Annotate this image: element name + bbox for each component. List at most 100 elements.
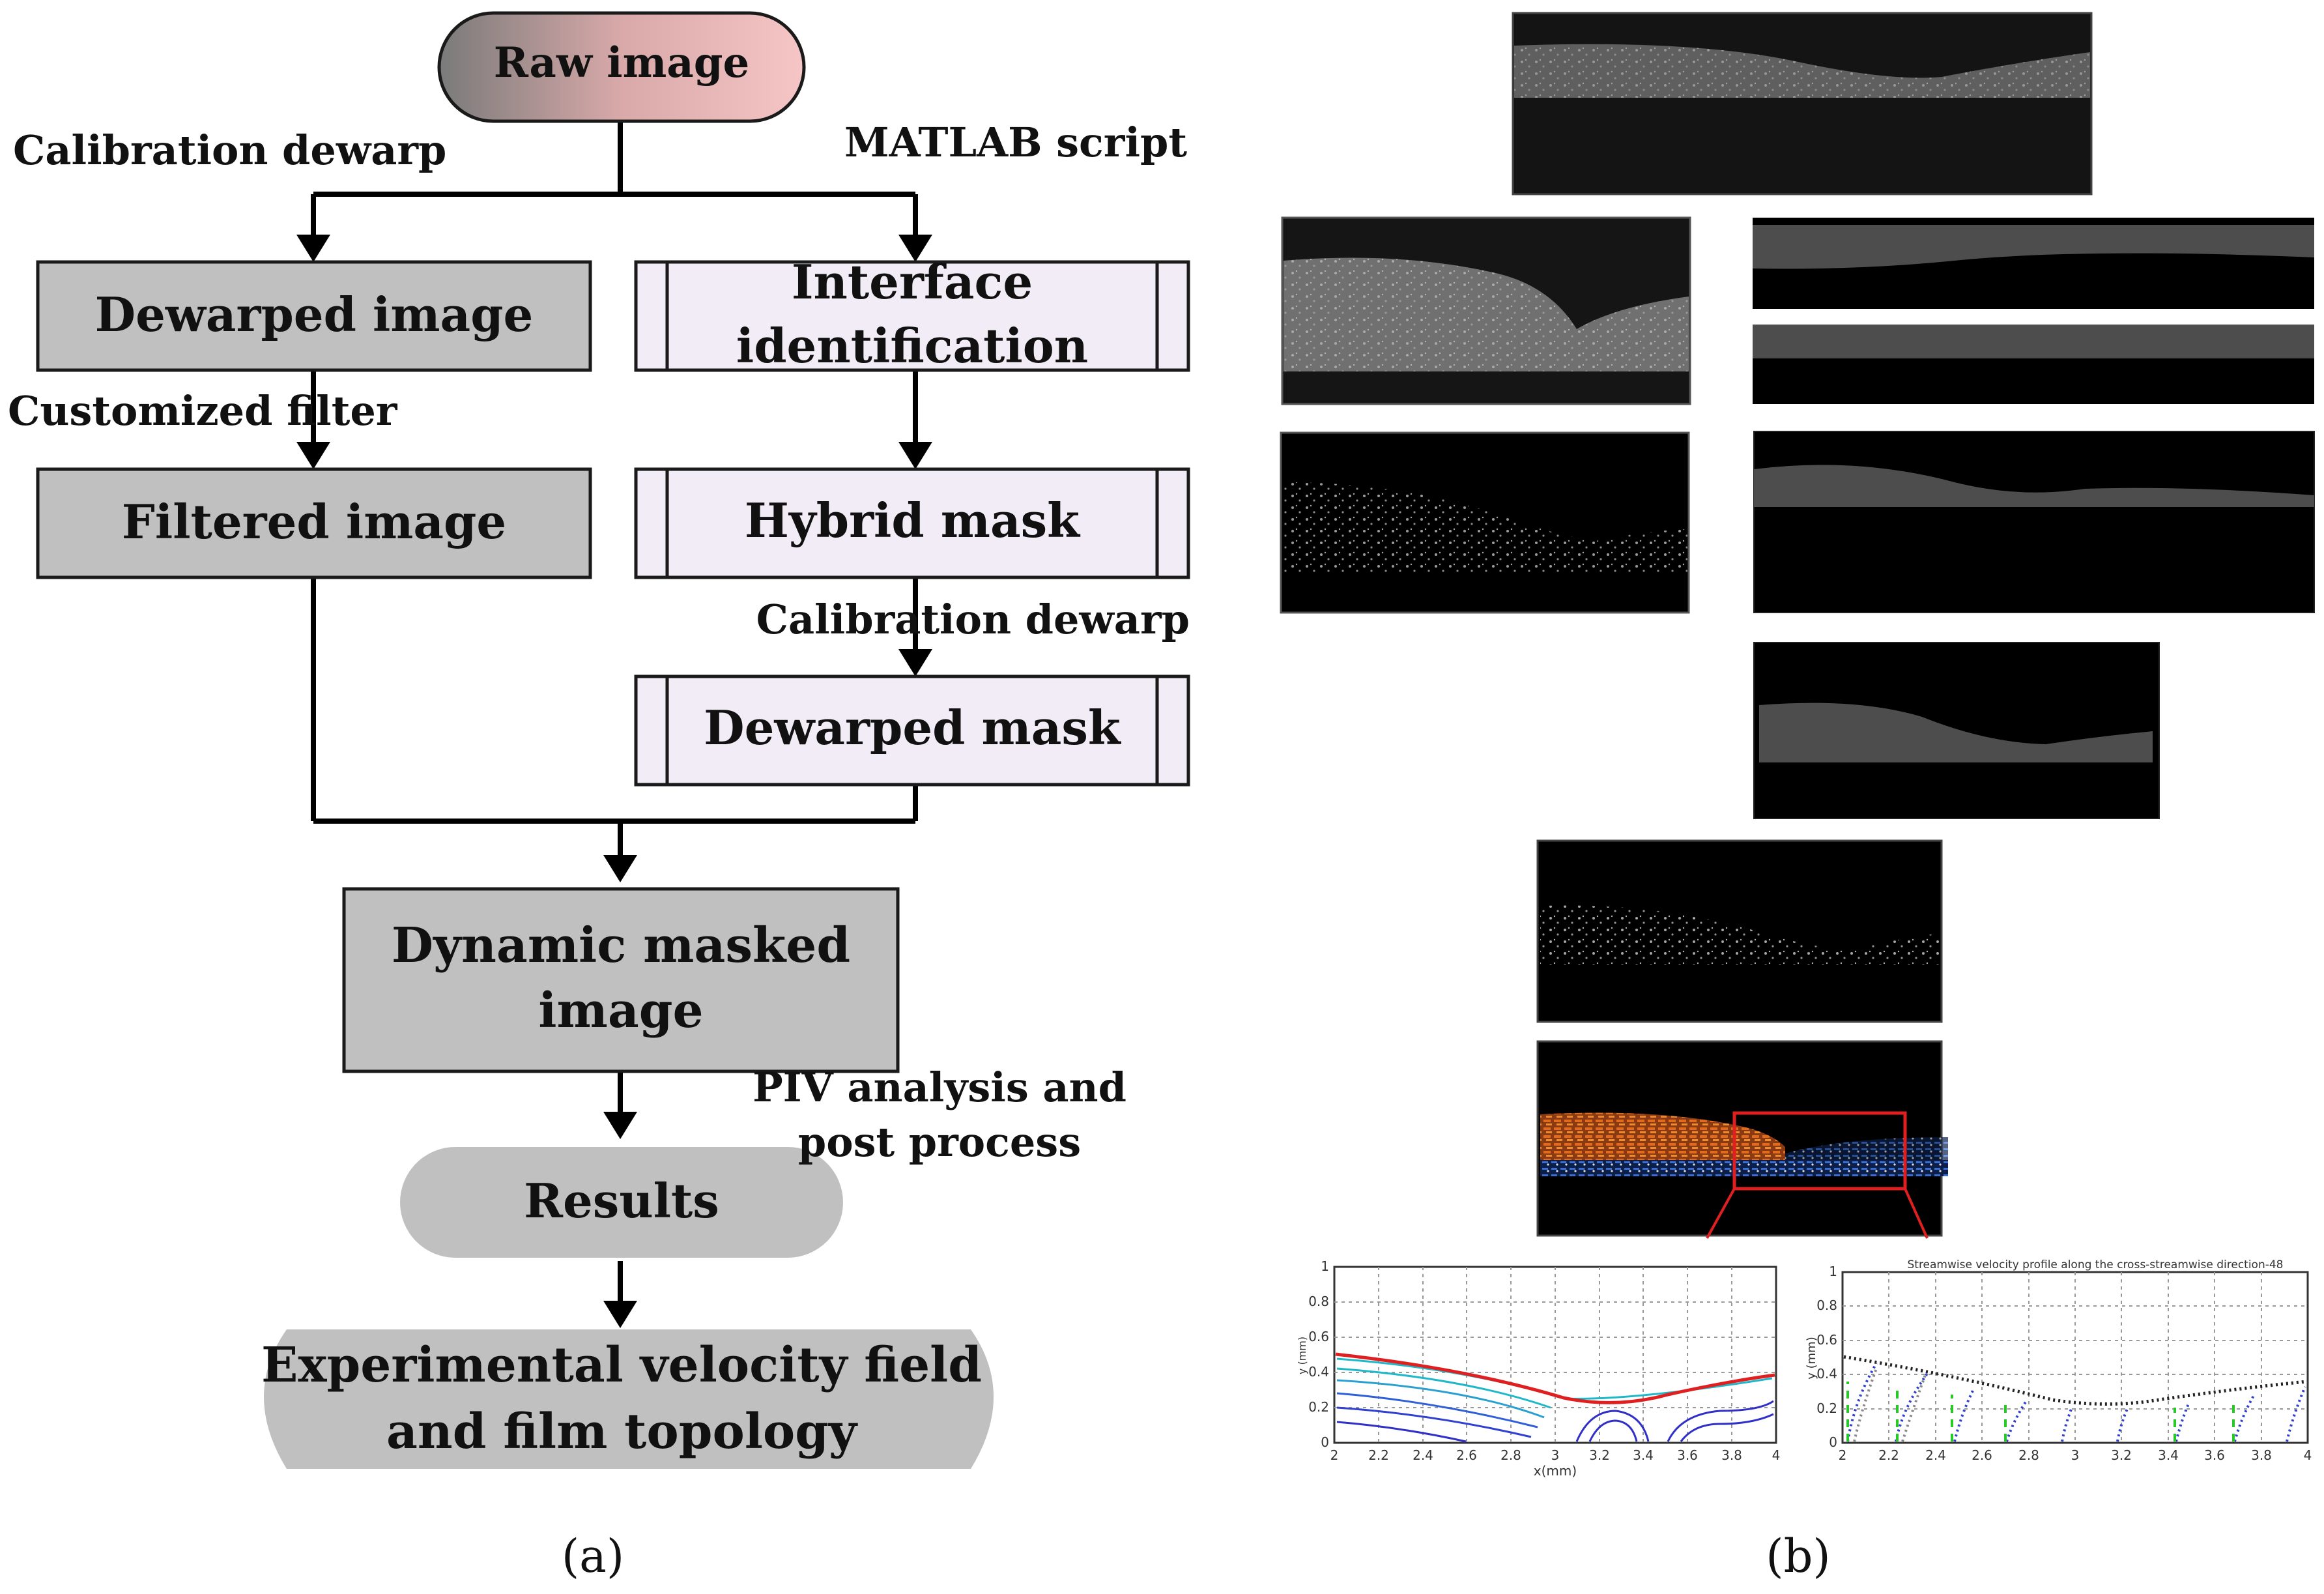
contour-x-tick: 3.2	[1589, 1447, 1610, 1463]
contour-y-tick: 0.6	[1308, 1329, 1329, 1344]
velocity-y-tick: 0.2	[1816, 1400, 1837, 1416]
flowchart: Raw image Dewarped image Interface ident…	[8, 11, 1190, 1583]
image-panel: 2 2.2 2.4 2.6 2.8 3 3.2 3.4 3.6 3.8 4 0 …	[1280, 12, 2315, 1583]
node-final-text-2: and film topology	[386, 1404, 858, 1460]
velocity-profiles	[1846, 1362, 2306, 1442]
panel-label-b: (b)	[1766, 1529, 1830, 1583]
interface-mask-1	[1753, 218, 2314, 309]
node-dewarped-image: Dewarped image	[36, 260, 592, 372]
node-dewarped-mask-text: Dewarped mask	[704, 700, 1122, 755]
raw-image-thumbnail	[1512, 12, 2093, 196]
node-dewarped-image-text: Dewarped image	[95, 287, 534, 342]
contour-x-tick: 2	[1330, 1447, 1339, 1463]
filtered-image-thumbnail	[1280, 431, 1690, 614]
contour-ylabel: y (mm)	[1296, 1337, 1308, 1374]
dynamic-masked-thumbnail	[1536, 839, 1943, 1023]
contour-x-tick: 4	[1772, 1447, 1781, 1463]
arrowhead-filtered-image	[296, 442, 330, 469]
velocity-x-tick: 2	[1839, 1447, 1847, 1463]
contour-y-ticks: 0 0.2 0.4 0.6 0.8 1	[1308, 1258, 1329, 1450]
node-hybrid-mask-text: Hybrid mask	[745, 493, 1081, 548]
arrowhead-hybrid-mask	[898, 442, 932, 469]
hybrid-mask-thumbnail	[1753, 431, 2315, 613]
contour-x-tick: 3	[1551, 1447, 1560, 1463]
zoom-line-left	[1706, 1188, 1736, 1239]
contour-y-tick: 0	[1321, 1434, 1329, 1450]
node-final: Experimental velocity field and film top…	[261, 1329, 994, 1469]
node-filtered-image: Filtered image	[36, 467, 592, 579]
node-raw-image-text: Raw image	[494, 38, 749, 87]
node-final-text-1: Experimental velocity field	[261, 1337, 982, 1393]
velocity-x-tick: 2.8	[2018, 1447, 2039, 1463]
velocity-y-tick: 0	[1829, 1434, 1837, 1450]
node-dewarped-mask: Dewarped mask	[634, 674, 1190, 787]
node-raw-image: Raw image	[437, 11, 806, 123]
contour-y-tick: 0.8	[1308, 1294, 1329, 1309]
velocity-x-tick: 2.2	[1878, 1447, 1899, 1463]
flow-connectors	[311, 121, 918, 1309]
velocity-x-tick: 3.8	[2251, 1447, 2272, 1463]
velocity-x-tick: 3	[2071, 1447, 2080, 1463]
velocity-x-tick: 4	[2304, 1447, 2312, 1463]
contour-interface-line	[1335, 1352, 1775, 1404]
dewarped-mask-thumbnail	[1753, 642, 2160, 819]
arrowhead-interface	[898, 235, 932, 262]
velocity-y-tick: 0.4	[1816, 1366, 1837, 1382]
velocity-plot-title: Streamwise velocity profile along the cr…	[1907, 1258, 2283, 1271]
contour-x-tick: 2.2	[1368, 1447, 1389, 1463]
dewarped-image-thumbnail	[1281, 216, 1691, 405]
node-dynamic-text-2: image	[538, 983, 703, 1039]
node-interface-text-1: Interface	[792, 254, 1033, 310]
label-calibration-dewarp-right: Calibration dewarp	[756, 596, 1190, 643]
velocity-plot-grid	[1843, 1272, 2308, 1443]
velocity-x-tick: 3.6	[2204, 1447, 2225, 1463]
flow-arrowheads	[296, 235, 932, 1328]
contour-x-tick: 3.6	[1677, 1447, 1698, 1463]
label-piv-1: PIV analysis and	[753, 1064, 1126, 1111]
velocity-y-tick: 0.8	[1816, 1297, 1837, 1313]
contour-x-tick: 3.4	[1633, 1447, 1654, 1463]
arrowhead-dewarped-image	[296, 235, 330, 262]
node-dynamic-text-1: Dynamic masked	[392, 918, 850, 974]
contour-y-tick: 1	[1321, 1258, 1329, 1274]
velocity-y-tick: 1	[1829, 1264, 1837, 1279]
contour-x-tick: 2.4	[1413, 1447, 1433, 1463]
velocity-x-tick: 2.4	[1925, 1447, 1946, 1463]
node-results: Results	[400, 1147, 843, 1258]
velocity-y-tick: 0.6	[1816, 1332, 1837, 1348]
interface-mask-2	[1753, 325, 2314, 404]
node-dynamic-masked-image: Dynamic masked image	[342, 887, 900, 1073]
velocity-x-tick: 3.4	[2158, 1447, 2179, 1463]
node-filtered-image-text: Filtered image	[122, 494, 506, 549]
node-interface-identification: Interface identification	[634, 254, 1190, 373]
contour-xlabel: x(mm)	[1534, 1463, 1577, 1479]
contour-x-tick: 3.8	[1721, 1447, 1742, 1463]
zoom-line-right	[1904, 1188, 1929, 1239]
piv-result-thumbnail	[1536, 1040, 1948, 1237]
velocity-y-ticks: 0 0.2 0.4 0.6 0.8 1	[1816, 1264, 1837, 1450]
contour-y-tick: 0.4	[1308, 1364, 1329, 1380]
panel-label-a: (a)	[562, 1529, 624, 1583]
velocity-ylabel: y (mm)	[1805, 1337, 1818, 1380]
velocity-x-tick: 3.2	[2111, 1447, 2132, 1463]
arrowhead-results	[603, 1112, 637, 1139]
contour-plot-grid	[1334, 1267, 1776, 1443]
label-piv-2: post process	[798, 1118, 1081, 1166]
label-calibration-dewarp-left: Calibration dewarp	[13, 126, 446, 174]
contour-y-tick: 0.2	[1308, 1399, 1329, 1415]
arrowhead-dewarped-mask	[898, 649, 932, 676]
arrowhead-final	[603, 1301, 637, 1328]
zoom-rectangle	[1732, 1111, 1907, 1191]
node-interface-text-2: identification	[736, 318, 1088, 373]
contour-plot: 2 2.2 2.4 2.6 2.8 3 3.2 3.4 3.6 3.8 4 0 …	[1296, 1258, 1780, 1479]
velocity-x-tick: 2.6	[1972, 1447, 1992, 1463]
node-hybrid-mask: Hybrid mask	[634, 467, 1190, 579]
contour-lines	[1336, 1357, 1774, 1443]
velocity-profile-plot: Streamwise velocity profile along the cr…	[1805, 1258, 2312, 1463]
node-results-text: Results	[524, 1173, 719, 1228]
contour-x-ticks: 2 2.2 2.4 2.6 2.8 3 3.2 3.4 3.6 3.8 4	[1330, 1447, 1781, 1463]
label-customized-filter: Customized filter	[8, 387, 398, 435]
velocity-x-ticks: 2 2.2 2.4 2.6 2.8 3 3.2 3.4 3.6 3.8 4	[1839, 1447, 2312, 1463]
contour-x-tick: 2.6	[1456, 1447, 1477, 1463]
